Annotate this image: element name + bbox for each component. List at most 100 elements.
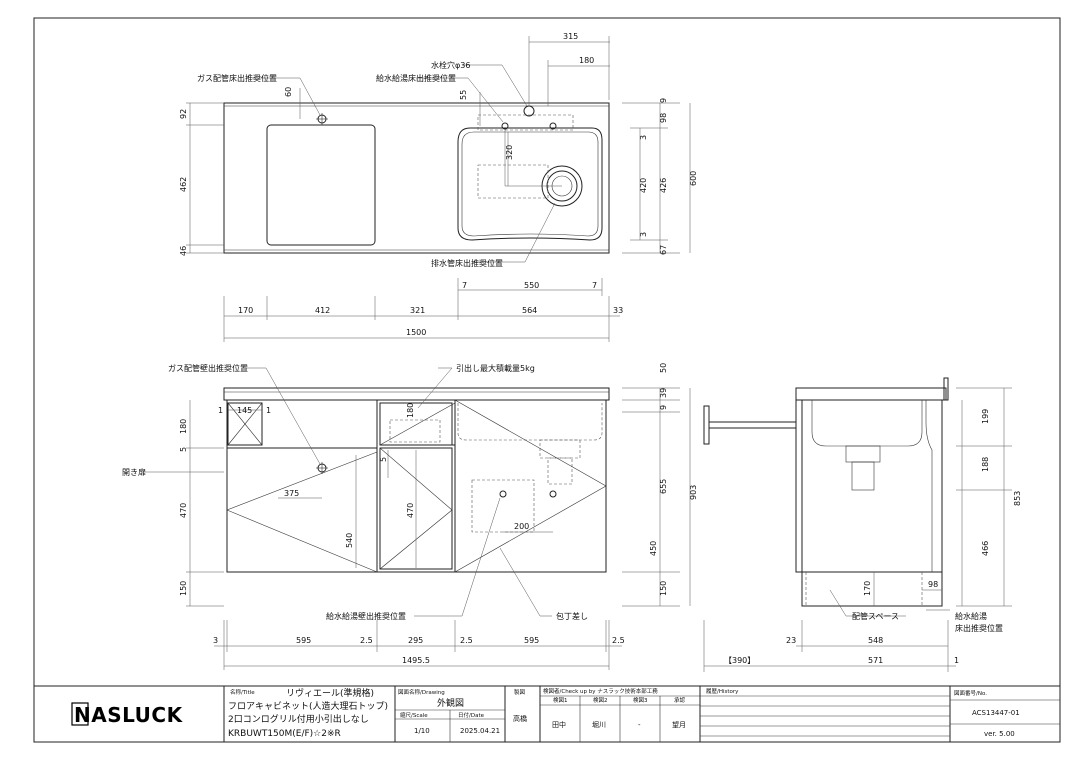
scale-value: 1/10 — [414, 727, 430, 735]
dim-462: 462 — [179, 177, 188, 192]
label-water-wall: 給水給湯壁出推奨位置 — [326, 611, 406, 621]
dim-7a: 7 — [462, 281, 467, 290]
label-drawer-load: 引出し最大積載量5kg — [456, 363, 535, 373]
dim-180b: 180 — [406, 403, 415, 418]
title-line-2: フロアキャビネット(人造大理石トップ) — [228, 700, 388, 712]
check-label: 検図者/Check up by ナスラック技術本部工務 — [543, 687, 658, 695]
dim-1b: 1 — [266, 406, 271, 415]
sheet-border — [33, 17, 1061, 743]
dim-1a: 1 — [218, 406, 223, 415]
title-block: NASLUCK 名称/Title リヴィエール(準規格) フロアキャビネット(人… — [34, 685, 1060, 742]
label-water-floor: 給水給湯床出推奨位置 — [376, 73, 456, 83]
label-faucet-hole: 水栓穴φ36 — [431, 60, 470, 70]
dim-540: 540 — [345, 533, 354, 548]
label-water-floor-side-1: 給水給湯 — [955, 611, 987, 621]
label-gas-wall: ガス配管壁出推奨位置 — [168, 363, 248, 373]
dim-655: 655 — [659, 479, 668, 494]
check-v1: 田中 — [552, 720, 566, 729]
dim-426: 426 — [659, 178, 668, 193]
title-label: 名称/Title — [230, 688, 255, 696]
designer-value: 高橋 — [513, 714, 527, 723]
designer-label: 製図 — [514, 688, 526, 696]
dim-39: 39 — [659, 388, 668, 398]
date-value: 2025.04.21 — [460, 727, 500, 735]
title-line-4: KRBUWT150M(E/F)☆2※R — [228, 729, 341, 739]
dim-200: 200 — [514, 522, 529, 531]
label-open-door: 開き扉 — [122, 467, 146, 477]
label-knife-holder: 包丁差し — [556, 611, 588, 621]
dim-3: 3 — [213, 636, 218, 645]
dim-470a: 470 — [179, 503, 188, 518]
dim-98: 98 — [659, 113, 668, 123]
dim-600: 600 — [689, 171, 698, 186]
dim-170s: 170 — [863, 581, 872, 596]
dim-46: 46 — [179, 246, 188, 256]
dim-55: 55 — [459, 90, 468, 100]
dim-295: 295 — [408, 636, 423, 645]
label-gas-floor: ガス配管床出推奨位置 — [197, 73, 277, 83]
check-v4: 望月 — [672, 720, 686, 729]
drawing-number: ACS13447-01 — [972, 709, 1020, 717]
dim-390: 【390】 — [724, 656, 755, 665]
check-h2: 検図2 — [593, 696, 608, 704]
company-logo: NASLUCK — [74, 703, 184, 727]
dim-92: 92 — [179, 109, 188, 119]
label-drain-floor: 排水管床出推奨位置 — [431, 258, 503, 268]
dim-199: 199 — [981, 409, 990, 424]
dim-1s: 1 — [954, 656, 959, 665]
check-h4: 承認 — [674, 696, 686, 704]
dim-150r: 150 — [659, 581, 668, 596]
dim-150: 150 — [179, 581, 188, 596]
dim-550: 550 — [524, 281, 539, 290]
dim-2-5c: 2.5 — [612, 636, 625, 645]
dim-60: 60 — [284, 87, 293, 97]
dim-3b: 3 — [639, 232, 648, 237]
title-line-3: 2口コンログリル付用小引出しなし — [228, 713, 369, 725]
history-label: 履歴/History — [706, 688, 739, 695]
dim-7b: 7 — [592, 281, 597, 290]
dim-5b: 5 — [379, 457, 388, 462]
check-h1: 検図1 — [553, 696, 568, 704]
dim-595b: 595 — [524, 636, 539, 645]
dim-375: 375 — [284, 489, 299, 498]
date-label: 日付/Date — [458, 711, 485, 719]
dim-450: 450 — [649, 541, 658, 556]
dim-3a: 3 — [639, 135, 648, 140]
dim-180a: 180 — [179, 419, 188, 434]
check-v2: 堀川 — [592, 720, 606, 729]
drawing-label: 図面名称/Drawing — [398, 688, 445, 696]
dim-315: 315 — [563, 32, 578, 41]
check-v3: - — [638, 721, 641, 729]
dim-180: 180 — [579, 56, 594, 65]
dim-23: 23 — [786, 636, 796, 645]
dim-67: 67 — [659, 245, 668, 255]
dim-2-5b: 2.5 — [460, 636, 473, 645]
number-label: 図面番号/No. — [954, 690, 987, 697]
check-h3: 検図3 — [633, 696, 648, 704]
dim-9f: 9 — [659, 405, 668, 410]
cooktop-cutout — [266, 124, 376, 246]
sink-bowl — [457, 127, 603, 241]
dim-1500: 1500 — [406, 328, 426, 337]
dim-321: 321 — [410, 306, 425, 315]
front-view — [142, 367, 691, 670]
label-piping-space: 配管スペース — [852, 611, 899, 621]
dim-564: 564 — [522, 306, 537, 315]
dim-571: 571 — [868, 656, 883, 665]
small-box — [227, 402, 263, 446]
label-water-floor-side-2: 床出推奨位置 — [955, 623, 1003, 633]
dim-188: 188 — [981, 457, 990, 472]
side-view — [703, 377, 1012, 672]
dimension-labels: 315 180 60 55 320 92 462 46 9 98 3 420 4… — [179, 32, 1022, 665]
dim-5a: 5 — [179, 447, 188, 452]
dim-2-5a: 2.5 — [360, 636, 373, 645]
dim-466: 466 — [981, 541, 990, 556]
dim-853: 853 — [1013, 491, 1022, 506]
dim-145: 145 — [237, 406, 252, 415]
scale-label: 縮尺/Scale — [400, 711, 428, 719]
dim-420: 420 — [639, 178, 648, 193]
dim-9: 9 — [659, 98, 668, 103]
dim-548: 548 — [868, 636, 883, 645]
dim-33: 33 — [613, 306, 623, 315]
